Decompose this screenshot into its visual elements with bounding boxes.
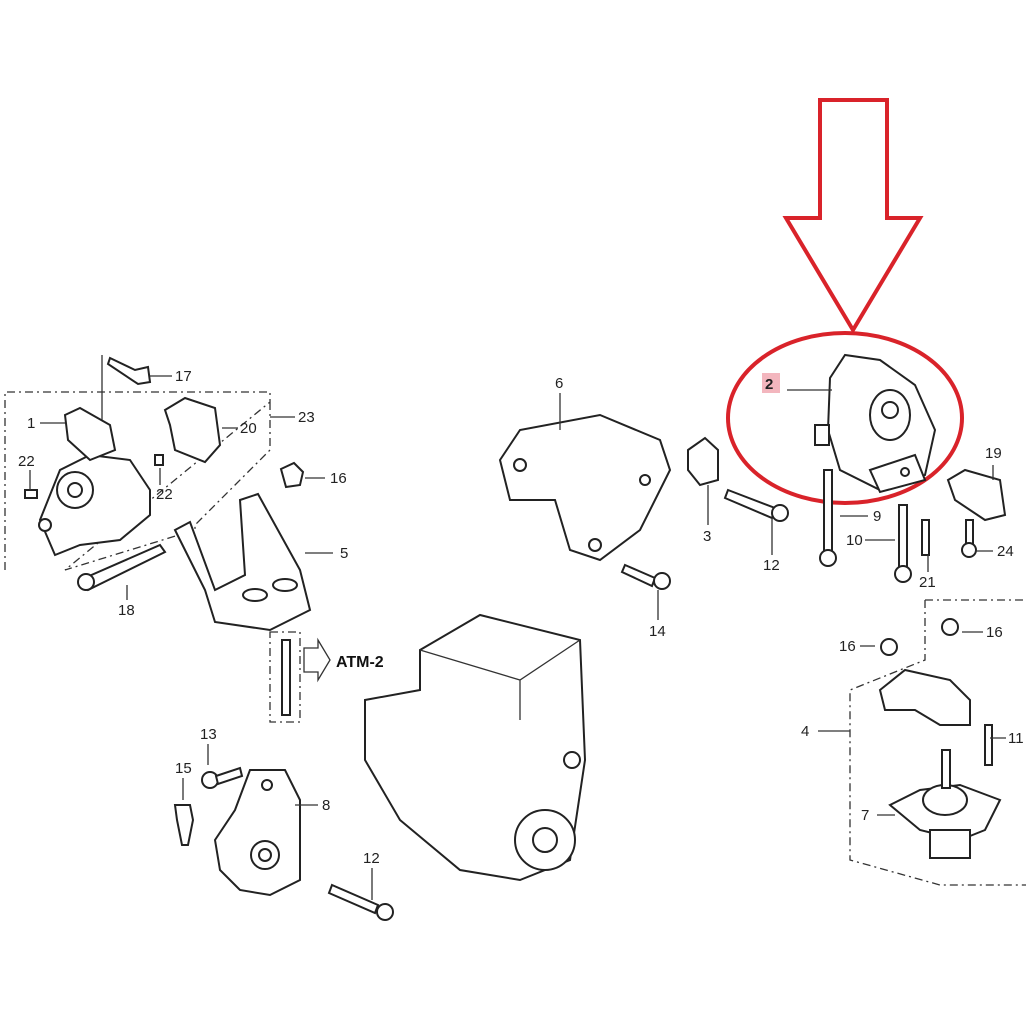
reference-atm-2[interactable]: ATM-2 [336,654,384,671]
label-9: 9 [873,508,881,525]
highlight-arrow [782,98,924,334]
label-19: 19 [985,445,1002,462]
label-12: 12 [763,557,780,574]
label-22: 22 [156,486,173,503]
label-23: 23 [298,409,315,426]
label-22: 22 [18,453,35,470]
part-19-bracket[interactable] [946,468,1007,522]
label-3: 3 [703,528,711,545]
label-17: 17 [175,368,192,385]
label-16: 16 [330,470,347,487]
part-3-nut[interactable] [687,436,719,487]
part-2-mount[interactable] [814,353,937,494]
label-4: 4 [801,723,809,740]
reference-arrow-icon [303,637,331,683]
label-7: 7 [861,807,869,824]
label-18: 18 [118,602,135,619]
label-15: 15 [175,760,192,777]
label-5: 5 [340,545,348,562]
part-21-bolt[interactable] [921,519,930,556]
part-8-mount[interactable] [213,769,301,897]
part-11-bolt[interactable] [984,724,993,766]
label-12: 12 [363,850,380,867]
leader-lines [29,355,1006,900]
part-20-bracket[interactable] [163,396,222,464]
highlight-circle [726,331,964,505]
label-14: 14 [649,623,666,640]
label-24: 24 [997,543,1014,560]
engine-block [364,613,587,882]
part-13-bolt[interactable] [201,766,244,789]
label-6: 6 [555,375,563,392]
label-8: 8 [322,797,330,814]
label-20: 20 [240,420,257,437]
part-12-bolt[interactable] [327,488,789,921]
part-22-bolt[interactable] [24,454,164,499]
part-15-clip[interactable] [173,804,195,846]
stud[interactable] [269,631,301,723]
part-9-bolt[interactable] [819,469,837,567]
part-14-bolt[interactable] [620,563,671,590]
part-24-bolt[interactable] [961,519,977,558]
label-21: 21 [919,574,936,591]
part-16-nut[interactable] [279,461,959,656]
label-11: 11 [1008,730,1024,747]
label-10: 10 [846,532,863,549]
part-1-mount[interactable] [38,406,151,557]
label-16: 16 [839,638,856,655]
part-10-bolt[interactable] [894,504,912,583]
part-18-bolt[interactable] [77,543,167,592]
label-2: 2 [765,376,773,393]
label-1: 1 [27,415,35,432]
part-5-bracket[interactable] [173,492,312,632]
part-2-label-highlight [762,373,780,393]
label-16: 16 [986,624,1003,641]
part-17-bolt[interactable] [106,356,152,386]
part-7-mount[interactable] [888,749,1002,859]
part-4-bracket[interactable] [878,668,971,726]
label-13: 13 [200,726,217,743]
part-6-bracket[interactable] [498,413,672,562]
